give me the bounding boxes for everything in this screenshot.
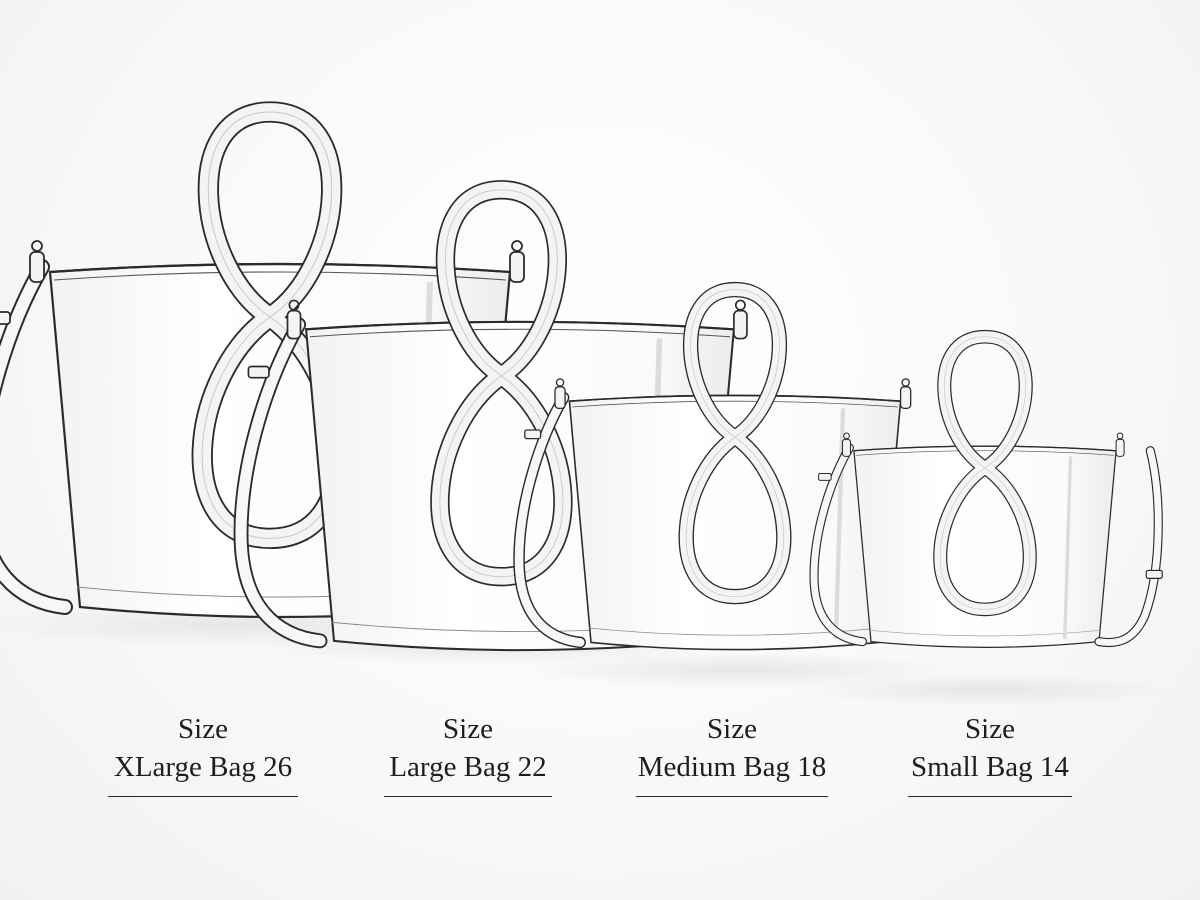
caption-size-word: Size <box>178 713 228 745</box>
caption-size-word: Size <box>707 713 757 745</box>
caption-underline <box>384 796 552 797</box>
caption-size-word: Size <box>965 713 1015 745</box>
bag-small <box>814 337 1163 650</box>
caption-bag-name: Large Bag 22 <box>389 751 547 783</box>
caption-underline <box>908 796 1072 797</box>
caption-bag-name: Medium Bag 18 <box>637 751 827 783</box>
caption-bag-name: Small Bag 14 <box>911 751 1069 783</box>
caption-xlarge: Size XLarge Bag 26 <box>108 710 298 797</box>
caption-medium: Size Medium Bag 18 <box>636 710 828 797</box>
caption-large: Size Large Bag 22 <box>384 710 552 797</box>
caption-underline <box>108 796 298 797</box>
caption-small: Size Small Bag 14 <box>908 710 1072 797</box>
caption-underline <box>636 796 828 797</box>
caption-size-word: Size <box>443 713 493 745</box>
caption-bag-name: XLarge Bag 26 <box>113 751 293 783</box>
